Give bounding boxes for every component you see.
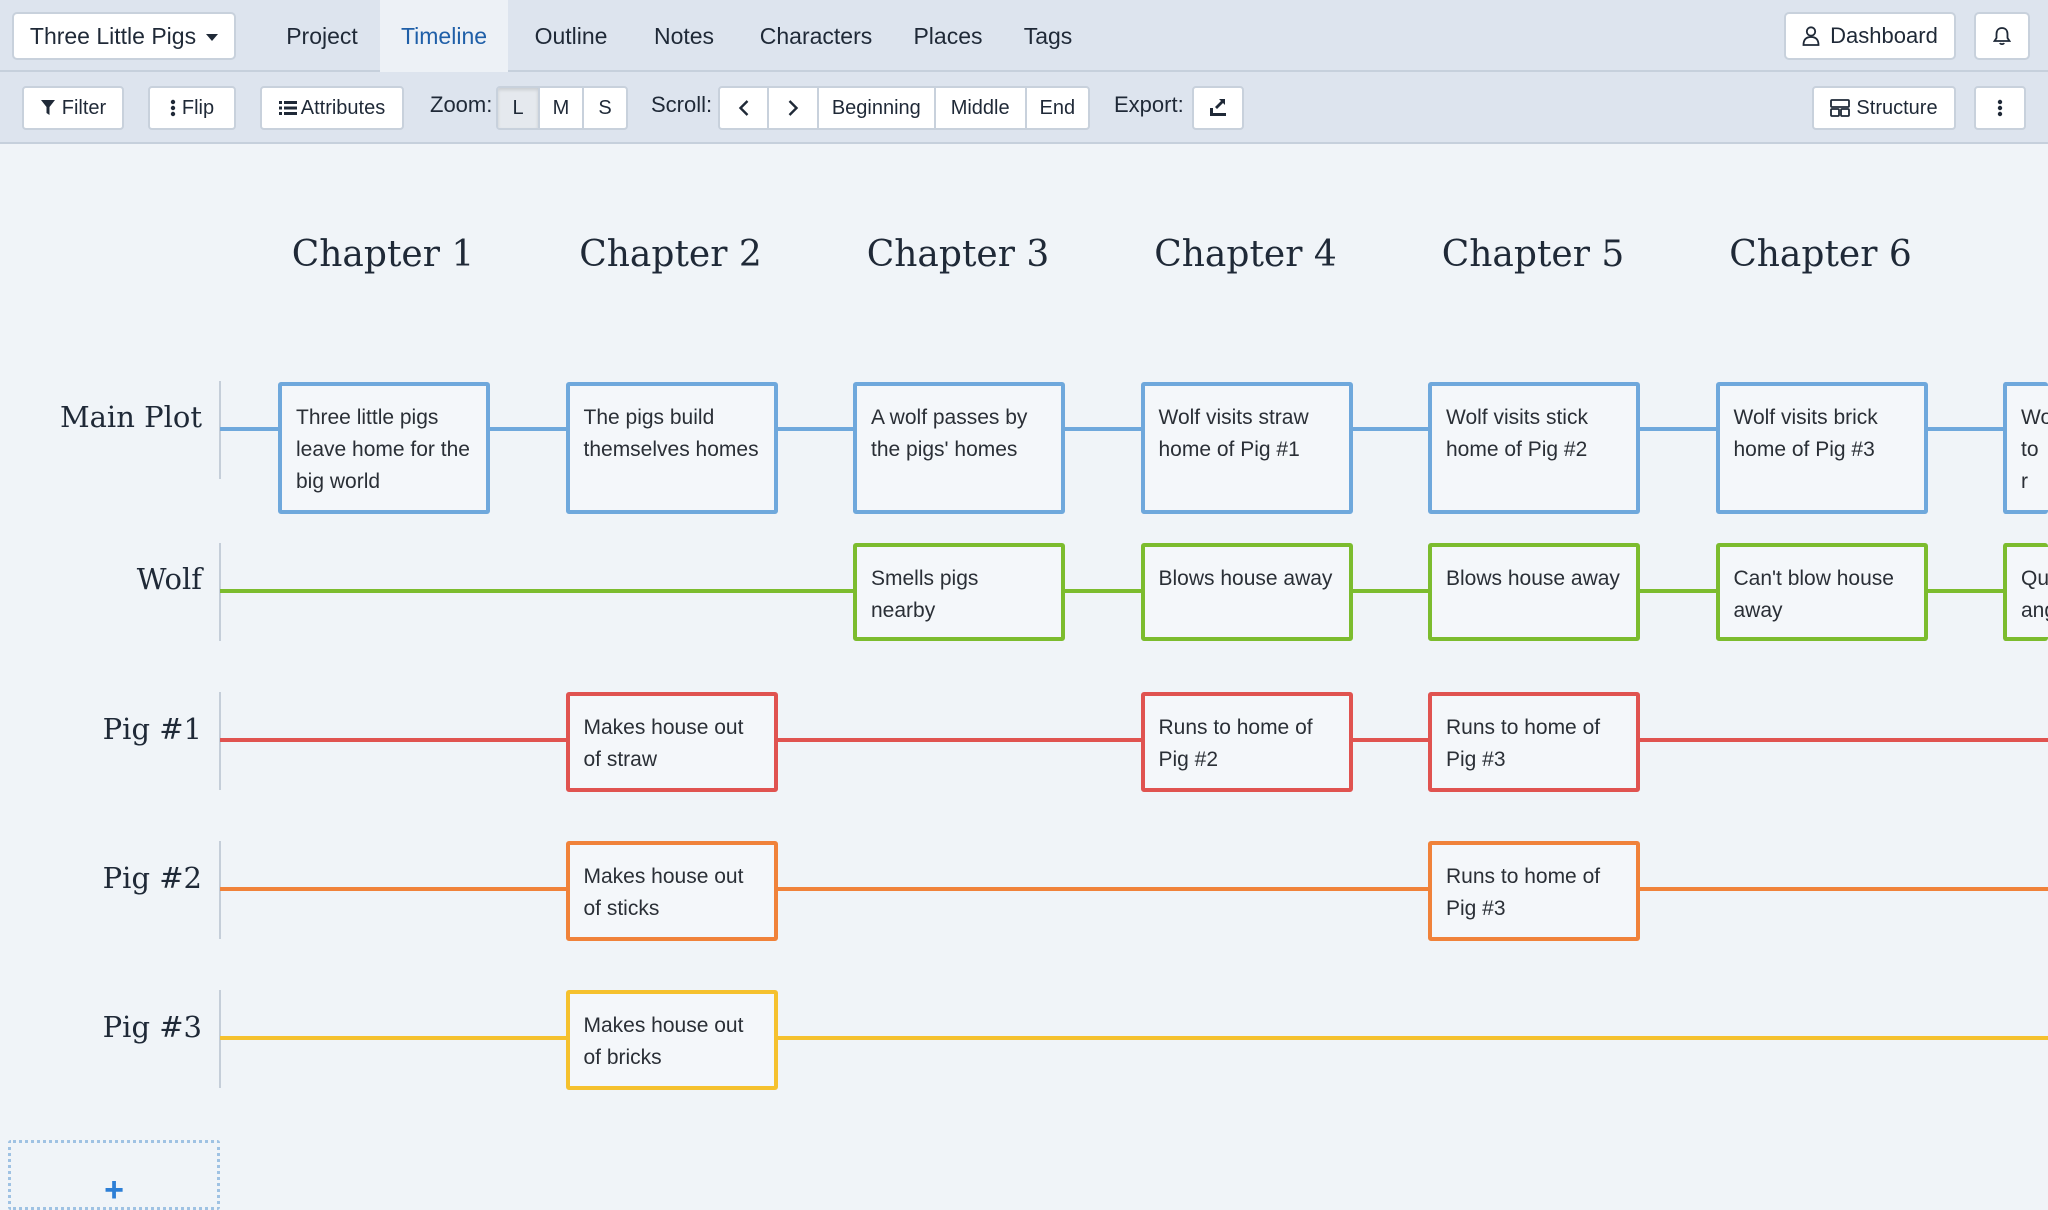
vertical-dots-icon [1997, 99, 2003, 117]
top-navigation: Three Little Pigs Project Timeline Outli… [0, 0, 2048, 72]
tab-label: Characters [759, 22, 873, 49]
tab-label: Tags [1023, 22, 1073, 49]
vertical-dots-icon [170, 99, 176, 117]
chevron-right-icon [788, 100, 799, 116]
tab-label: Timeline [400, 22, 488, 49]
timeline-toolbar: Filter Flip Attributes Zoom: L M S Scrol… [0, 72, 2048, 144]
scroll-middle-button[interactable]: Middle [936, 88, 1027, 128]
structure-button[interactable]: Structure [1812, 86, 1956, 130]
scene-card[interactable]: A wolf passes by the pigs' homes [853, 382, 1065, 514]
flip-button[interactable]: Flip [148, 86, 236, 130]
scene-card[interactable]: Smells pigs nearby [853, 543, 1065, 641]
chevron-left-icon [738, 100, 749, 116]
chapter-header[interactable]: C [2003, 234, 2048, 275]
tab-notes[interactable]: Notes [636, 0, 732, 72]
scroll-control: Beginning Middle End [718, 86, 1090, 130]
plotline-line [220, 589, 2048, 593]
tab-project[interactable]: Project [270, 0, 374, 72]
scene-card[interactable]: Makes house out of sticks [565, 841, 778, 941]
filter-label: Filter [61, 96, 107, 119]
dashboard-button[interactable]: Dashboard [1784, 12, 1956, 60]
scene-card[interactable]: Three little pigs leave home for the big… [278, 382, 490, 514]
scroll-right-button[interactable] [769, 88, 819, 128]
scene-card[interactable]: Wo to r [2003, 382, 2048, 514]
plotline-line [220, 738, 2048, 742]
structure-label: Structure [1856, 96, 1938, 119]
chapter-header[interactable]: Chapter 1 [291, 234, 475, 275]
scene-card[interactable]: Wolf visits brick home of Pig #3 [1715, 382, 1928, 514]
dashboard-label: Dashboard [1830, 23, 1938, 48]
plotline-line [220, 1036, 2048, 1040]
project-name: Three Little Pigs [29, 22, 197, 49]
plotline-label[interactable]: Pig #3 [102, 1010, 202, 1044]
filter-icon [40, 100, 55, 115]
zoom-large-button[interactable]: L [498, 88, 540, 128]
scene-card[interactable]: Wolf visits stick home of Pig #2 [1428, 382, 1640, 514]
list-icon [278, 101, 297, 115]
export-button[interactable] [1192, 86, 1244, 130]
plotline-label[interactable]: Pig #1 [102, 712, 202, 746]
zoom-medium-button[interactable]: M [540, 88, 584, 128]
zoom-control: L M S [496, 86, 628, 130]
plus-icon: + [104, 1171, 124, 1209]
scroll-label: Scroll: [651, 92, 713, 117]
scene-card[interactable]: Runs to home of Pig #3 [1428, 841, 1640, 941]
scene-card[interactable]: Blows house away [1140, 543, 1353, 641]
scene-card[interactable]: Can't blow house away [1715, 543, 1928, 641]
chapter-header[interactable]: Chapter 5 [1441, 234, 1625, 275]
project-selector-button[interactable]: Three Little Pigs [12, 12, 236, 60]
flip-label: Flip [181, 96, 215, 119]
attributes-button[interactable]: Attributes [260, 86, 404, 130]
zoom-label: Zoom: [430, 92, 493, 117]
tab-characters[interactable]: Characters [742, 0, 890, 72]
scene-card[interactable]: Runs to home of Pig #2 [1140, 692, 1353, 792]
plotline-line [220, 887, 2048, 891]
plotline-label[interactable]: Wolf [136, 562, 202, 596]
scroll-left-button[interactable] [720, 88, 770, 128]
scene-card[interactable]: Wolf visits straw home of Pig #1 [1140, 382, 1353, 514]
scroll-beginning-button[interactable]: Beginning [819, 88, 936, 128]
tab-label: Project [286, 22, 358, 49]
tab-label: Outline [534, 22, 608, 49]
plotline-label[interactable]: Pig #2 [102, 861, 202, 895]
filter-button[interactable]: Filter [22, 86, 124, 130]
scene-card[interactable]: Makes house out of straw [565, 692, 778, 792]
tab-timeline[interactable]: Timeline [380, 0, 508, 72]
tab-places[interactable]: Places [900, 0, 996, 72]
tab-label: Notes [653, 22, 715, 49]
scene-card[interactable]: The pigs build themselves homes [565, 382, 778, 514]
chapter-header[interactable]: Chapter 2 [579, 234, 762, 275]
attributes-label: Attributes [300, 96, 386, 119]
tab-label: Places [913, 22, 983, 49]
notifications-button[interactable] [1974, 12, 2030, 60]
chapter-header[interactable]: Chapter 6 [1729, 234, 1912, 275]
plotline-line [220, 427, 2048, 431]
scroll-end-button[interactable]: End [1039, 96, 1076, 119]
tab-tags[interactable]: Tags [1010, 0, 1086, 72]
structure-icon [1830, 99, 1851, 117]
export-icon [1210, 99, 1226, 116]
zoom-small-button[interactable]: S [598, 96, 612, 119]
scene-card[interactable]: Blows house away [1428, 543, 1640, 641]
tab-outline[interactable]: Outline [518, 0, 624, 72]
scene-card[interactable]: Qu ang [2003, 543, 2048, 641]
scene-card[interactable]: Makes house out of bricks [565, 990, 778, 1090]
bell-icon [1993, 27, 2011, 46]
add-plotline-button[interactable]: + [8, 1140, 220, 1210]
chapter-header[interactable]: Chapter 4 [1154, 234, 1337, 275]
more-options-button[interactable] [1974, 86, 2026, 130]
export-label: Export: [1114, 92, 1184, 117]
caret-down-icon [206, 34, 219, 41]
chapter-header[interactable]: Chapter 3 [866, 234, 1050, 275]
user-icon [1802, 26, 1820, 46]
plotline-label[interactable]: Main Plot [59, 400, 202, 434]
scene-card[interactable]: Runs to home of Pig #3 [1428, 692, 1640, 792]
